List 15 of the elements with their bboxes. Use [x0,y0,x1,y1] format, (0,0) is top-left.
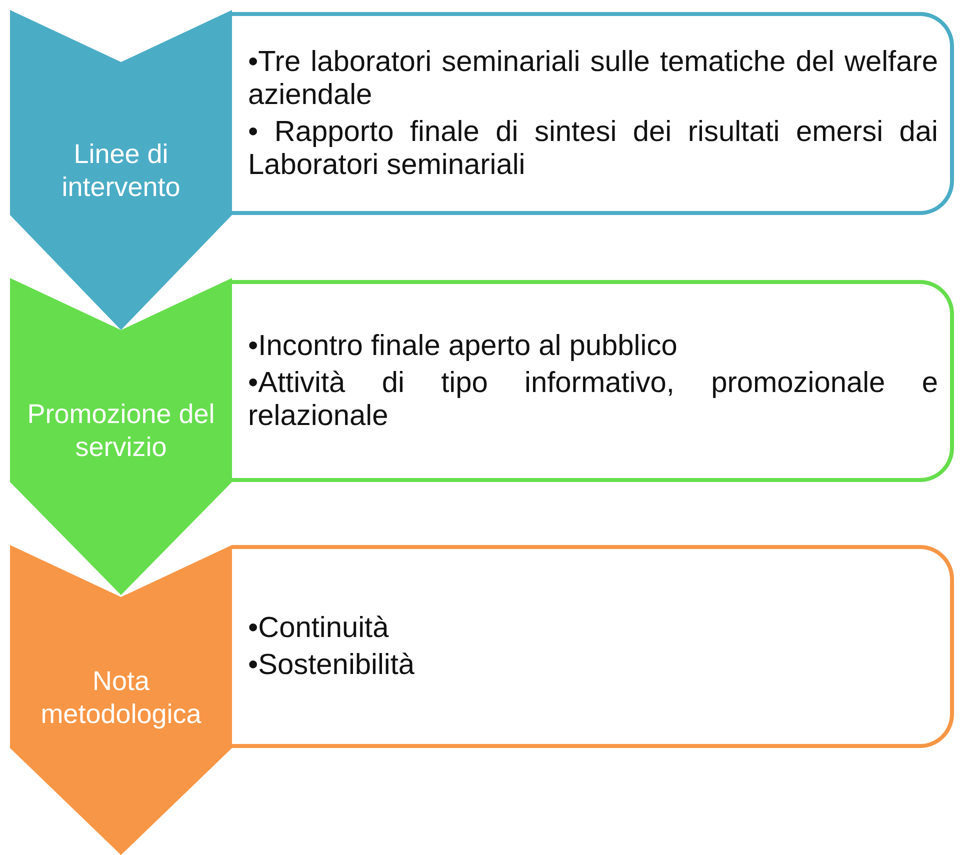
bullet-text: • Rapporto finale di sintesi dei risultati emersi dai Laboratori seminariali [248,116,938,182]
chevron-label: Nota metodologica [40,665,202,731]
bullet-text: •Incontro finale aperto al pubblico [248,330,678,362]
bullet-text: •Tre laboratori seminariali sulle tematiche del welfare aziendale [248,46,938,112]
content-box [232,545,954,748]
chevron-label: Linee di intervento [60,138,182,204]
bullet-text: •Attività di tipo informativo, promozionale e relazionale [248,366,938,432]
chevron-shape [10,545,232,855]
content-box [232,280,954,482]
chevron-label: Promozione del servizio [26,398,216,464]
chevron-shape [10,10,232,330]
content-box [232,12,954,215]
bullet-text: •Sostenibilità [248,648,416,682]
chevron-shape [10,278,232,595]
bullet-text: •Continuità [248,612,390,644]
